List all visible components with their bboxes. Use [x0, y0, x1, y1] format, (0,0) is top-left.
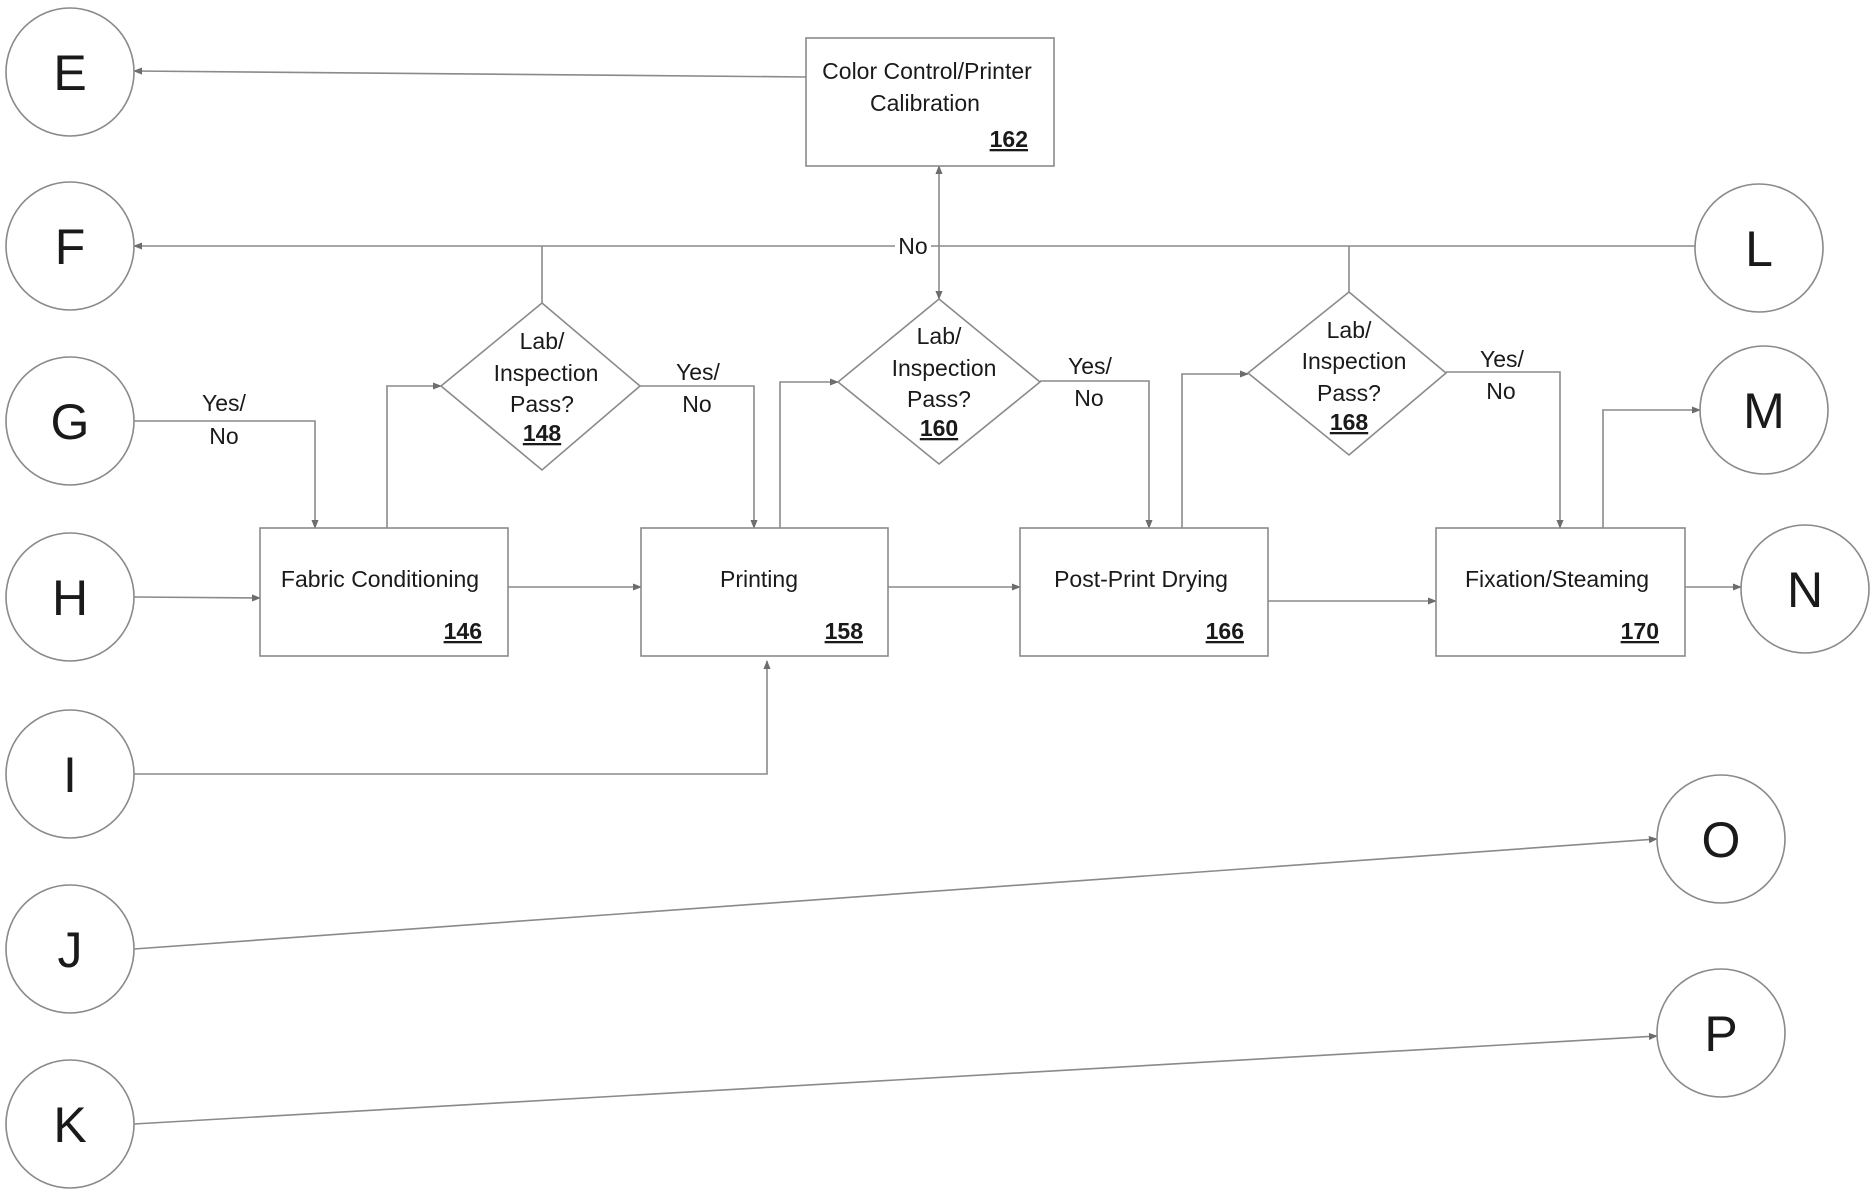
edge-k-to-p — [134, 1036, 1657, 1124]
calibration-label-line2: Calibration — [870, 90, 980, 116]
d160-line1: Lab/ — [917, 323, 962, 349]
fabric-conditioning-label: Fabric Conditioning — [281, 566, 479, 592]
yes-no-148-line1: Yes/ — [676, 359, 721, 385]
connector-h-label: H — [52, 570, 88, 626]
edge-drying-to-d168 — [1182, 374, 1248, 528]
yes-no-168-line2: No — [1486, 378, 1515, 404]
yes-no-168-line1: Yes/ — [1480, 346, 1525, 372]
printing-label: Printing — [720, 566, 798, 592]
edge-fabric-to-d148 — [387, 386, 441, 528]
connector-g-label: G — [51, 394, 90, 450]
connector-k-label: K — [53, 1097, 86, 1153]
connector-o-label: O — [1702, 812, 1741, 868]
d148-line3: Pass? — [510, 391, 574, 417]
yes-no-160-line2: No — [1074, 385, 1103, 411]
d148-line1: Lab/ — [520, 328, 565, 354]
edge-printing-to-d160 — [780, 382, 838, 528]
ref-148: 148 — [523, 420, 562, 446]
yes-no-g-line1: Yes/ — [202, 390, 247, 416]
d168-line2: Inspection — [1302, 348, 1407, 374]
fixation-steaming-label: Fixation/Steaming — [1465, 566, 1649, 592]
edge-calibration-to-e — [134, 71, 806, 77]
ref-158: 158 — [825, 618, 864, 644]
edge-j-to-o — [134, 839, 1657, 949]
d168-line3: Pass? — [1317, 380, 1381, 406]
ref-162: 162 — [990, 126, 1028, 152]
post-print-drying-label: Post-Print Drying — [1054, 566, 1228, 592]
ref-146: 146 — [444, 618, 482, 644]
connector-j-label: J — [58, 922, 83, 978]
connector-p-label: P — [1704, 1006, 1737, 1062]
connector-e-label: E — [53, 45, 86, 101]
ref-168: 168 — [1330, 409, 1369, 435]
ref-170: 170 — [1621, 618, 1659, 644]
connector-f-label: F — [55, 219, 86, 275]
ref-166: 166 — [1206, 618, 1244, 644]
calibration-label-line1: Color Control/Printer — [822, 58, 1032, 84]
d148-line2: Inspection — [494, 360, 599, 386]
connector-n-label: N — [1787, 562, 1823, 618]
edge-fixation-to-m — [1603, 410, 1700, 528]
d168-line1: Lab/ — [1327, 317, 1372, 343]
yes-no-148-line2: No — [682, 391, 711, 417]
connector-l-label: L — [1745, 221, 1773, 277]
edge-i-to-printing — [134, 661, 767, 774]
ref-160: 160 — [920, 415, 958, 441]
edge-h-to-fabric — [134, 597, 260, 598]
edge-label-no: No — [898, 233, 927, 259]
yes-no-160-line1: Yes/ — [1068, 353, 1113, 379]
d160-line3: Pass? — [907, 386, 971, 412]
d160-line2: Inspection — [892, 355, 997, 381]
yes-no-g-line2: No — [209, 423, 238, 449]
connector-m-label: M — [1743, 383, 1785, 439]
connector-i-label: I — [63, 747, 77, 803]
